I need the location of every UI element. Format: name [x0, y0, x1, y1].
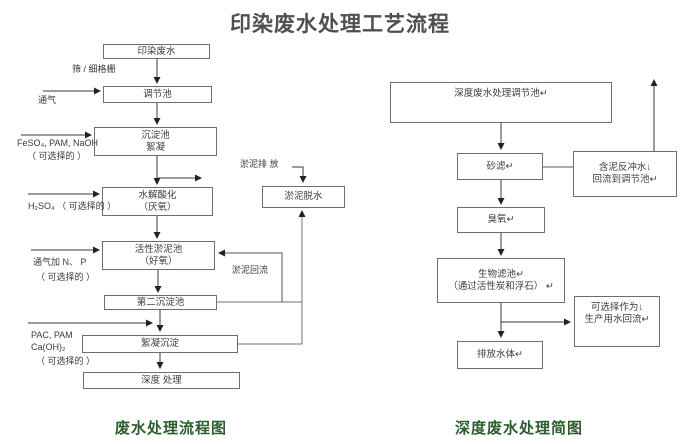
box-discharge-water-body: 排放水体↵: [457, 341, 543, 369]
box-label: 回流到调节池↵: [592, 174, 658, 185]
box-label: （厌氧）: [138, 201, 177, 213]
label-sludge-discharge: 淤泥排 放: [240, 159, 279, 169]
box-label: 活性淤泥池: [134, 243, 183, 255]
box-ozone: 臭氧↵: [457, 207, 545, 233]
label-optional-1: （ 可选择的 ）: [27, 151, 87, 161]
label-h2so4-optional: H₂SO₄ （ 可选择的 ）: [28, 201, 117, 211]
page-title: 印染废水处理工艺流程: [230, 13, 450, 36]
box-label: 臭氧↵: [487, 214, 515, 225]
box-biological-filter: 生物滤池↵ （通过活性炭和浮石） ↵: [437, 258, 565, 303]
box-label: 第二沉淀池: [136, 296, 185, 308]
box-label: 絮凝沉淀: [140, 338, 179, 349]
label-pac-pam: PAC, PAM: [31, 330, 73, 340]
label-caoh2: Ca(OH)₂: [31, 342, 66, 352]
box-label: 生产用水回流↵: [584, 314, 650, 325]
box-label: （通过活性炭和浮石） ↵: [448, 280, 554, 292]
left-chart-caption: 废水处理流程图: [115, 420, 228, 437]
label-aeration: 通气: [38, 95, 57, 105]
label-screen-grid: 筛 / 细格栅: [72, 64, 116, 74]
label-feso4-pam-naoh: FeSO₄, PAM, NaOH: [17, 138, 99, 148]
box-label: 深度 处理: [141, 374, 182, 386]
box-label: 絮凝: [145, 141, 165, 153]
label-optional-3: （ 可选择的 ）: [36, 356, 96, 366]
box-activated-sludge-tank: 活性淤泥池 （好氧）: [102, 241, 215, 270]
box-label: 排放水体↵: [477, 349, 523, 360]
box-flocculation-sedimentation: 絮凝沉淀: [82, 335, 238, 353]
label-optional-2: （ 可选择的 ）: [36, 272, 96, 282]
box-label: 沉淀池: [141, 129, 170, 141]
box-sedimentation-tank: 沉淀池 絮凝: [94, 127, 217, 156]
box-sand-filter: 砂滤↵: [457, 153, 543, 180]
box-label: 含泥反冲水↓: [598, 162, 652, 173]
box-secondary-sedimentation: 第二沉淀池: [104, 295, 217, 310]
box-advanced-treatment: 深度 处理: [83, 372, 240, 389]
box-label: 砂滤↵: [486, 160, 514, 172]
box-hydrolysis-acidification: 水解酸化 （厌氧）: [102, 187, 213, 216]
box-label: 水解酸化: [138, 189, 177, 201]
box-sludge-dewatering: 淤泥脱水: [262, 186, 345, 208]
box-label: 生物滤池↵: [478, 268, 524, 280]
box-label: 深度废水处理调节池↵: [454, 88, 548, 99]
box-label: （好氧）: [139, 255, 178, 267]
box-advanced-regulating-tank: 深度废水处理调节池↵: [390, 82, 612, 123]
label-sludge-return: 淤泥回流: [232, 265, 269, 275]
box-dyeing-wastewater: 印染废水: [103, 44, 210, 59]
box-label: 调节池: [143, 88, 172, 100]
box-production-water-reuse: 可选择作为↓ 生产用水回流↵: [574, 296, 660, 347]
box-label: 印染废水: [137, 45, 176, 57]
right-chart-caption: 深度废水处理简图: [455, 420, 584, 437]
box-label: 淤泥脱水: [284, 191, 323, 202]
box-label: 可选择作为↓: [590, 302, 644, 313]
box-backwash-return: 含泥反冲水↓ 回流到调节池↵: [573, 151, 677, 197]
label-aeration-np: 通气加 N、 P: [33, 257, 87, 267]
box-regulating-tank: 调节池: [103, 86, 212, 103]
